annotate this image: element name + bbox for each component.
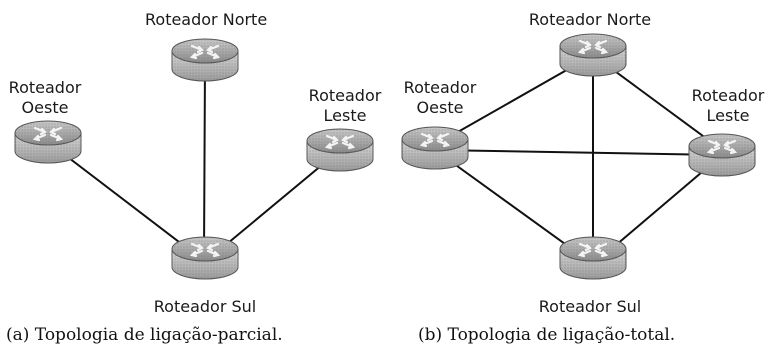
router-icon [14,120,82,164]
caption-b: (b) Topologia de ligação-total. [418,325,676,345]
label-roteador-sul-a: Roteador Sul [153,297,257,316]
label-line-1: Roteador [308,86,382,105]
label-line-2: Oeste [416,98,464,117]
label-roteador-leste-a: Roteador Leste [300,86,390,126]
link-norte-sul [203,61,206,256]
diagram-a-links [47,61,341,259]
label-line-1: Roteador [8,78,82,97]
label-roteador-oeste-b: Roteador Oeste [395,78,485,118]
label-roteador-norte-a: Roteador Norte [145,10,268,29]
label-roteador-oeste-a: Roteador Oeste [5,78,85,118]
router-icons [14,33,756,280]
router-icon [171,38,239,82]
router-icon [688,133,756,177]
label-line-1: Roteador [691,86,765,105]
router-icon [559,33,627,77]
router-icon [171,236,239,280]
caption-a: (a) Topologia de ligação-parcial. [6,325,283,345]
label-roteador-sul-b: Roteador Sul [538,297,642,316]
label-line-2: Leste [706,106,750,125]
label-roteador-norte-b: Roteador Norte [528,10,652,29]
link-oeste-sul [47,141,201,259]
router-icon [559,236,627,280]
label-line-1: Roteador [403,78,477,97]
router-icon [401,126,469,170]
link-oeste-leste [434,149,723,156]
label-line-2: Oeste [21,98,69,117]
label-roteador-leste-b: Roteador Leste [683,86,773,126]
label-line-2: Leste [323,106,367,125]
router-icon [306,128,374,172]
